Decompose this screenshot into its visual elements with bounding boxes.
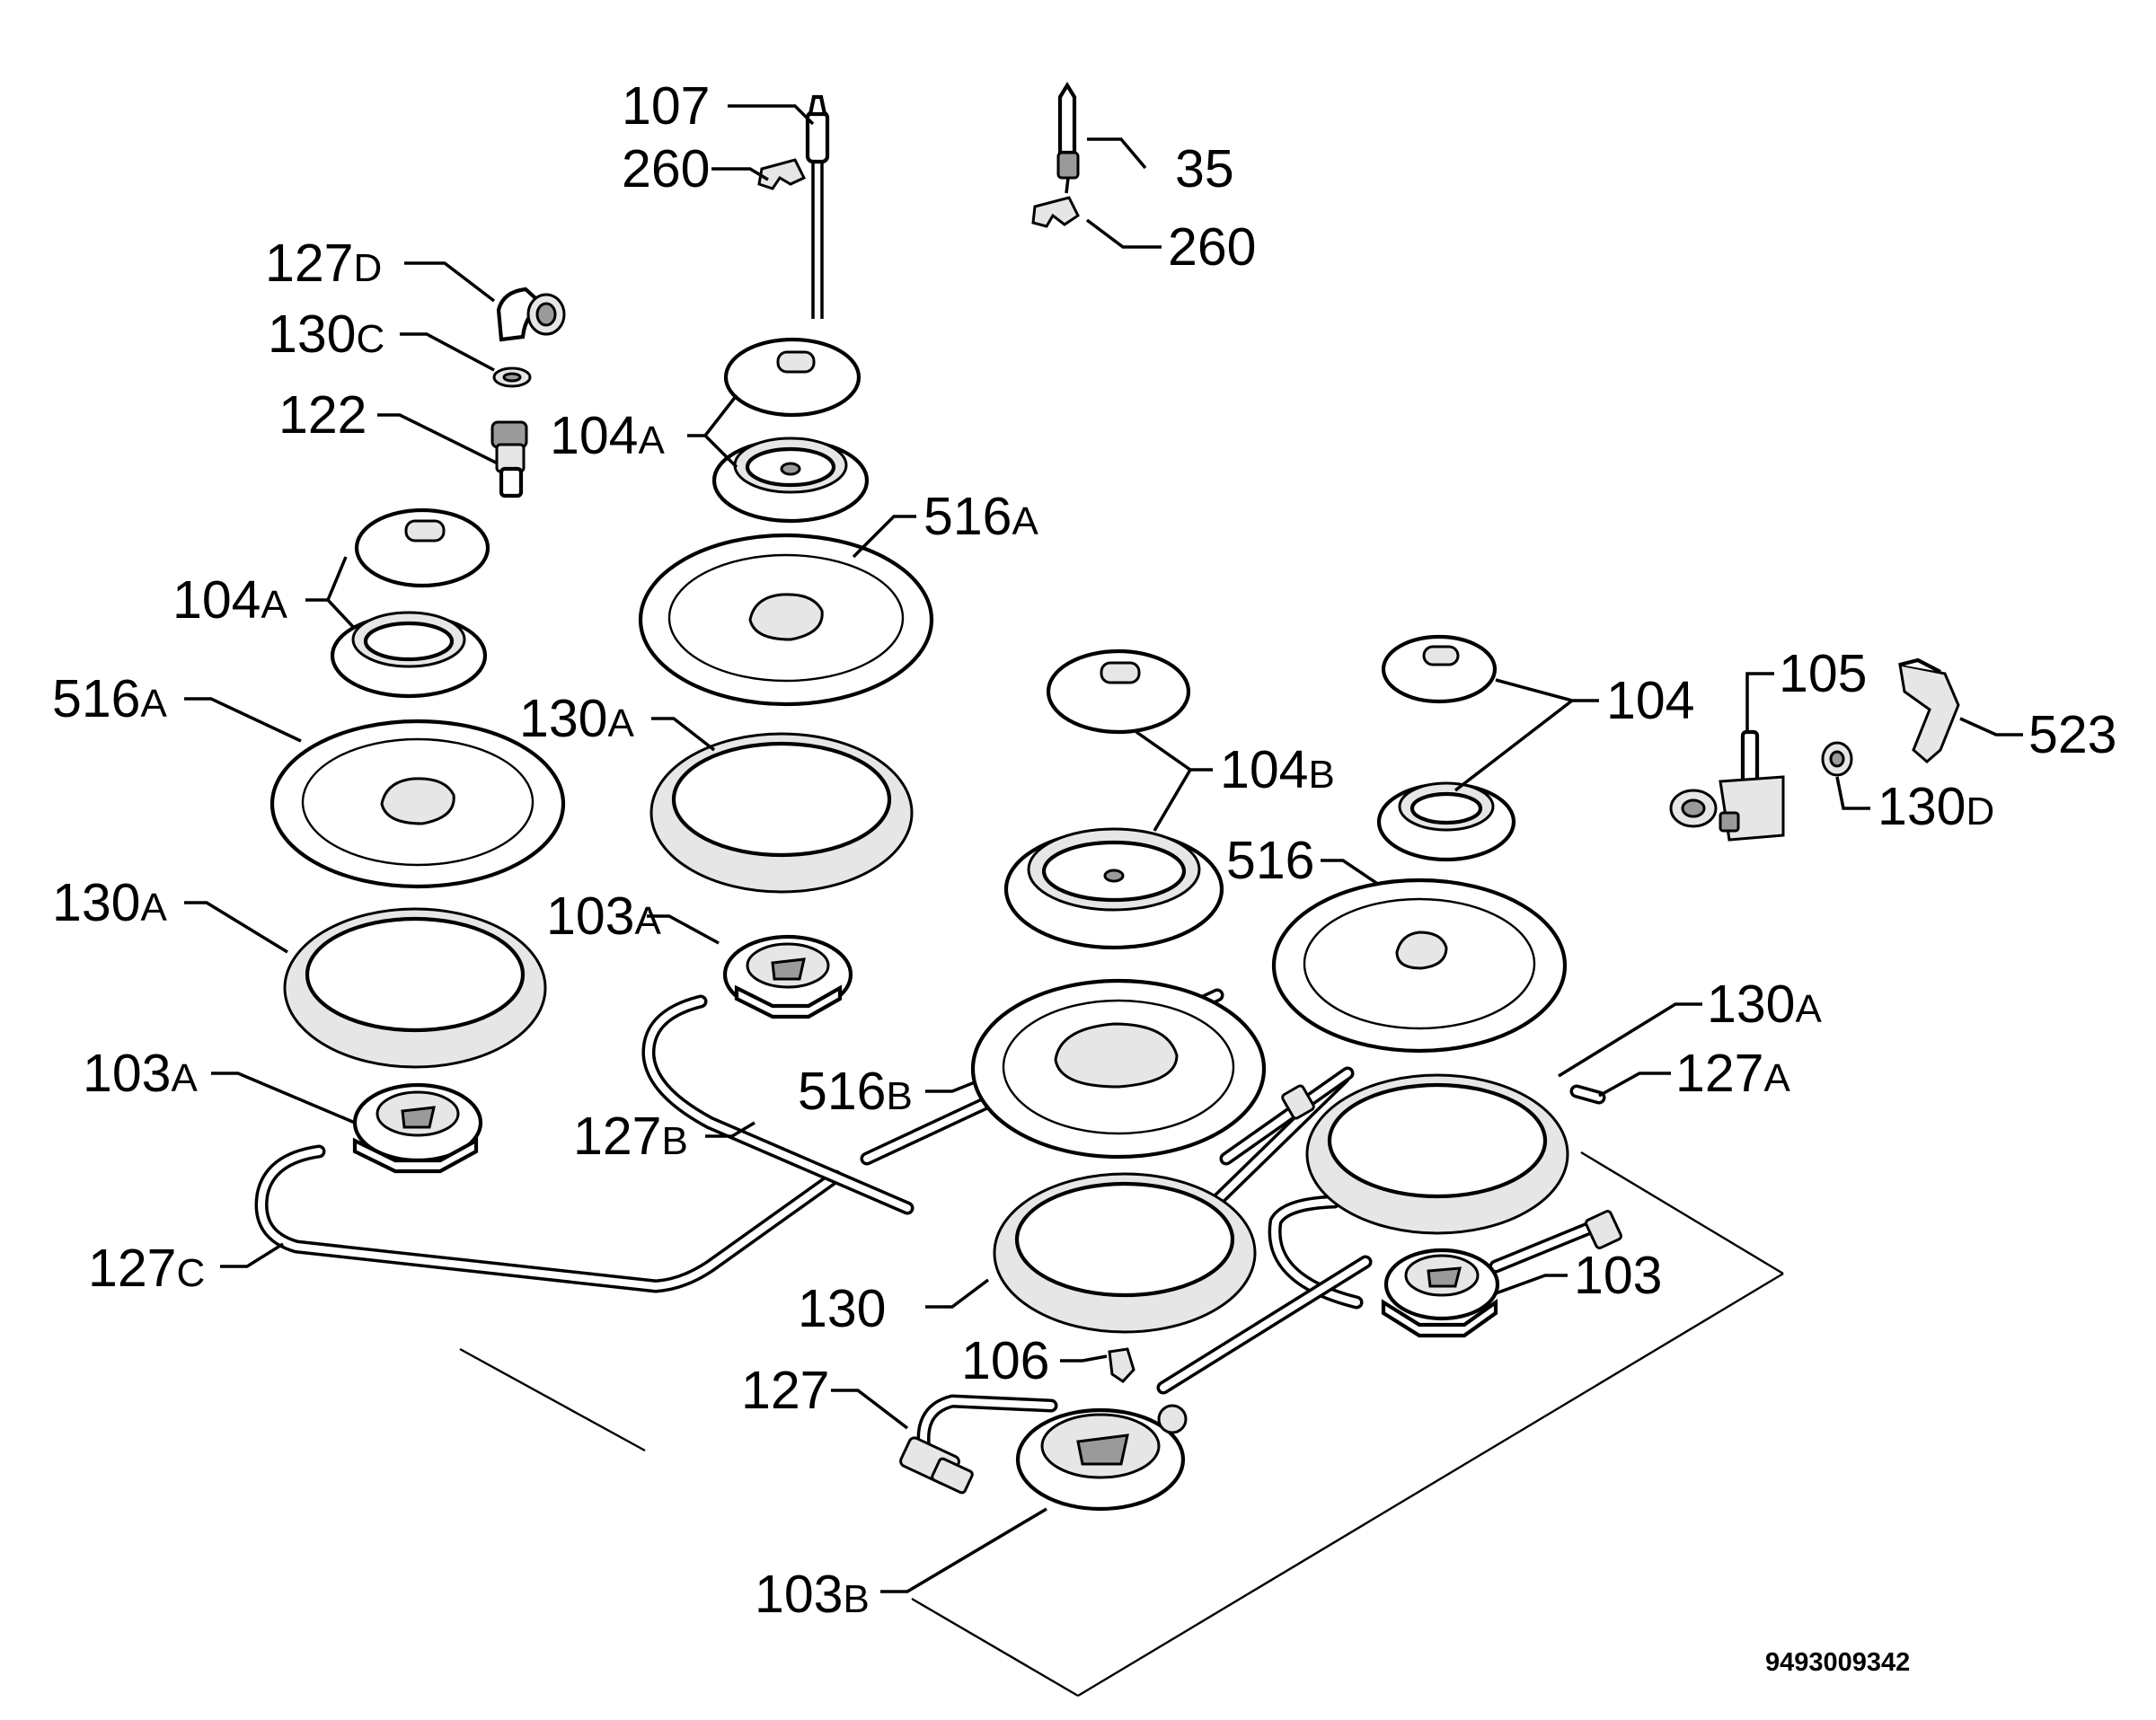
right-burner: [1271, 634, 1569, 1338]
label-127: 127: [741, 1361, 829, 1420]
electrode-35: [1031, 81, 1080, 228]
drawing-code: 9493009342: [1765, 1648, 1910, 1677]
elbow-fitting: [490, 287, 566, 498]
label-103: 103: [1574, 1246, 1662, 1305]
top-center-burner: [638, 94, 934, 1019]
hob-outline: [459, 1151, 1784, 1698]
label-516a-top: 516A: [923, 487, 1038, 546]
label-516b: 516B: [798, 1062, 913, 1121]
label-523: 523: [2028, 705, 2116, 764]
label-130c: 130C: [268, 304, 384, 364]
supply-pipes: [254, 988, 1622, 1495]
label-516: 516: [1226, 831, 1314, 890]
label-127c: 127C: [88, 1239, 205, 1298]
label-105: 105: [1779, 644, 1867, 703]
gas-tap-assembly: [1669, 657, 1960, 842]
label-127a: 127A: [1675, 1044, 1790, 1103]
label-130a-left: 130A: [52, 873, 167, 932]
label-516a-left: 516A: [52, 669, 167, 728]
label-104b: 104B: [1220, 740, 1335, 799]
label-260-left: 260: [622, 139, 710, 198]
label-127b: 127B: [573, 1107, 688, 1166]
label-103a-mid: 103A: [546, 886, 661, 946]
label-130d: 130D: [1878, 777, 1994, 836]
label-130: 130: [798, 1279, 886, 1338]
label-127d: 127D: [265, 234, 382, 293]
label-106: 106: [961, 1331, 1049, 1390]
label-104: 104: [1606, 671, 1694, 730]
label-260-right: 260: [1168, 217, 1256, 277]
label-35: 35: [1175, 139, 1234, 198]
label-103a-left: 103A: [83, 1044, 198, 1103]
label-130a-right: 130A: [1707, 975, 1822, 1034]
part-labels: 107 260 35 260 127D 130C 122 104A 516A 1…: [52, 76, 2116, 1677]
label-104a-left: 104A: [172, 570, 287, 630]
label-104a-top: 104A: [550, 406, 665, 465]
label-107: 107: [622, 76, 710, 136]
label-130a-mid: 130A: [519, 689, 634, 748]
label-103b: 103B: [755, 1565, 870, 1624]
left-burner: [270, 507, 566, 1174]
center-burner: [970, 648, 1267, 1512]
leader-lines: [184, 104, 2023, 1593]
label-122: 122: [278, 385, 367, 445]
